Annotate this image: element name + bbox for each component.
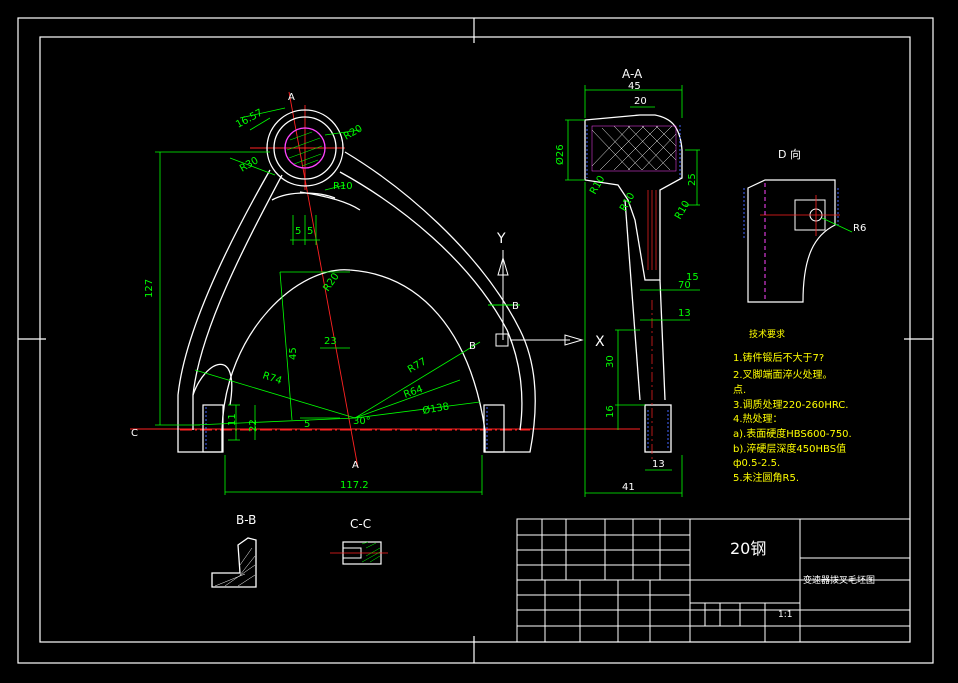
front-view-centerlines	[130, 91, 640, 469]
label-b-left: B	[469, 341, 476, 352]
dim-five-right: 5	[307, 226, 313, 237]
axis-markers	[488, 250, 584, 347]
section-bb-hatch	[214, 547, 256, 587]
view-d-title: D 向	[778, 147, 801, 161]
dim-5-small: 5	[304, 419, 310, 430]
front-view: 16.57 R20 R30 R10 5 5 R20 127 45 23 R74 …	[130, 91, 640, 495]
section-aa-d70: 70	[678, 280, 691, 291]
jaw-pads	[202, 404, 505, 453]
dim-127: 127	[144, 279, 155, 298]
label-a-bottom: A	[352, 460, 359, 471]
section-bb: B-B	[211, 513, 257, 588]
label-b-right: B	[512, 301, 519, 312]
title-block-scale: 1:1	[778, 610, 792, 620]
section-aa-dimension-lines	[565, 85, 700, 497]
dim-r20-mid: R20	[321, 271, 341, 293]
dim-30-angle: 30°	[353, 416, 371, 427]
sheet-frame	[17, 17, 934, 664]
section-aa-d15: 15	[686, 272, 699, 283]
title-block	[516, 518, 911, 643]
tech-req-line-4: 3.调质处理220-260HRC.	[733, 399, 848, 411]
dim-r77: R77	[406, 356, 429, 375]
section-bb-shape	[211, 537, 257, 588]
section-aa-d25: 25	[687, 173, 698, 186]
dim-45-left: 45	[288, 347, 299, 360]
tech-req-heading: 技术要求	[749, 328, 785, 340]
dim-r10: R10	[333, 181, 353, 192]
dim-r20-top: R20	[342, 123, 365, 142]
technical-requirements: 技术要求 1.铸件锻后不大于7? 2.叉脚端面淬火处理。 点. 3.调质处理22…	[733, 328, 852, 484]
tech-req-line-3: 点.	[733, 384, 746, 396]
tech-req-line-5: 4.热处理：	[733, 412, 783, 425]
dim-r30: R30	[238, 155, 261, 174]
view-d-centerlines	[760, 195, 840, 236]
section-aa-d20: 20	[634, 96, 647, 107]
fork-contour	[177, 151, 536, 453]
tech-req-line-7: b).淬硬层深度450HBS值	[733, 442, 846, 455]
dim-11: 11	[227, 413, 238, 426]
section-cc-title: C-C	[350, 517, 371, 531]
label-c-left: C	[131, 428, 138, 439]
dim-five-left: 5	[295, 226, 301, 237]
section-aa-title: A-A	[622, 67, 643, 81]
dim-r64: R64	[402, 384, 424, 401]
section-cc-hatch	[361, 541, 381, 563]
dim-117-2: 117.2	[340, 480, 369, 491]
section-aa-crosshatch	[591, 125, 677, 171]
view-d-outline	[747, 179, 836, 303]
section-aa-d30: 30	[605, 355, 616, 368]
title-block-part-name: 变速器拨叉毛坯图	[803, 574, 875, 586]
section-aa-d45: 45	[628, 81, 641, 92]
section-aa-d13-bottom: 13	[652, 459, 665, 470]
section-aa-d16: 16	[605, 405, 616, 418]
label-y-axis: Y	[496, 231, 506, 247]
section-aa: A-A 45 20 Ø26 R10 R10 R10 25 15 70 13 30…	[554, 67, 700, 497]
section-aa-r10-c: R10	[673, 199, 692, 222]
title-block-material: 20钢	[730, 539, 766, 558]
dim-r74: R74	[261, 370, 283, 387]
section-aa-outline	[584, 114, 683, 453]
section-aa-pad-edges	[586, 125, 681, 450]
tech-req-line-6: a).表面硬度HBS600-750.	[733, 427, 852, 440]
tech-req-line-1: 1.铸件锻后不大于7?	[733, 351, 824, 364]
section-aa-r10-b: R10	[618, 191, 637, 214]
section-aa-r10-a: R10	[588, 174, 607, 197]
front-view-dimension-lines	[155, 107, 483, 495]
section-aa-hatch	[591, 125, 677, 172]
view-d: D 向 R6	[743, 147, 866, 303]
section-bb-title: B-B	[236, 513, 256, 527]
view-d-edges	[743, 188, 839, 240]
label-x-axis: X	[595, 334, 605, 350]
tech-req-line-8: ф0.5-2.5.	[733, 458, 780, 469]
view-d-r6: R6	[853, 223, 866, 234]
dim-16-57: 16.57	[234, 107, 264, 130]
section-aa-d41: 41	[622, 482, 635, 493]
dim-phi138: Ø138	[421, 400, 450, 417]
tech-req-line-9: 5.未注圆角R5.	[733, 471, 799, 484]
top-hub	[266, 109, 344, 187]
dim-22: 22	[248, 419, 259, 432]
view-d-leader	[821, 217, 853, 233]
section-cc: C-C	[330, 517, 388, 565]
hub-hatch	[286, 131, 323, 167]
section-aa-phi26: Ø26	[554, 144, 566, 165]
outer-border	[17, 17, 934, 664]
dim-23: 23	[324, 336, 337, 347]
label-a-top: A	[288, 92, 295, 103]
tech-req-line-2: 2.叉脚端面淬火处理。	[733, 368, 833, 381]
section-aa-d13-top: 13	[678, 308, 691, 319]
section-aa-stripes	[647, 190, 657, 460]
